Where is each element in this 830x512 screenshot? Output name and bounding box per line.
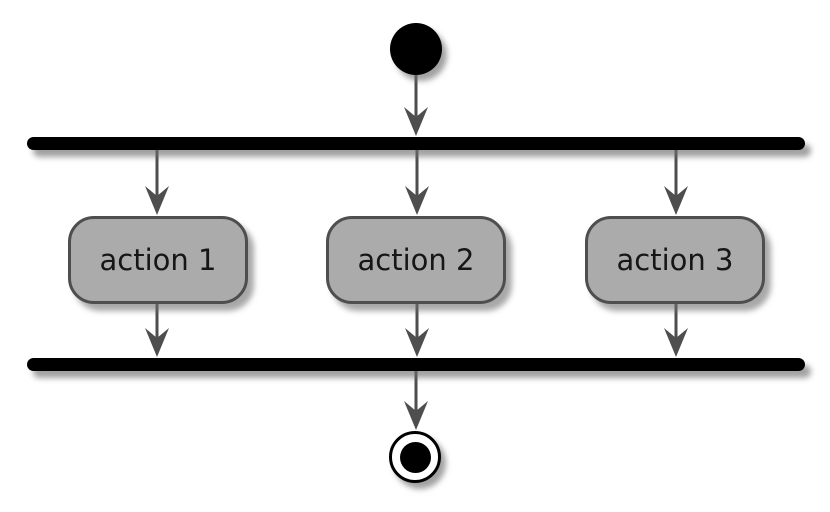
start-node xyxy=(390,23,442,75)
edge-fork-to-action3 xyxy=(664,150,688,215)
join-bar xyxy=(27,358,805,371)
action-label: action 3 xyxy=(616,243,734,277)
action-node-2: action 2 xyxy=(326,216,506,304)
fork-bar xyxy=(27,137,805,150)
edge-action3-to-join xyxy=(664,304,688,357)
edge-start-to-fork xyxy=(404,74,428,136)
edge-fork-to-action2 xyxy=(405,150,429,215)
edge-action1-to-join xyxy=(145,304,169,357)
edge-fork-to-action1 xyxy=(145,150,169,215)
end-node xyxy=(389,431,441,483)
action-label: action 1 xyxy=(99,243,217,277)
edge-join-to-end xyxy=(404,371,428,430)
action-node-3: action 3 xyxy=(585,216,765,304)
action-node-1: action 1 xyxy=(68,216,248,304)
end-node-inner-dot xyxy=(399,441,431,473)
edge-action2-to-join xyxy=(405,304,429,357)
action-label: action 2 xyxy=(357,243,475,277)
